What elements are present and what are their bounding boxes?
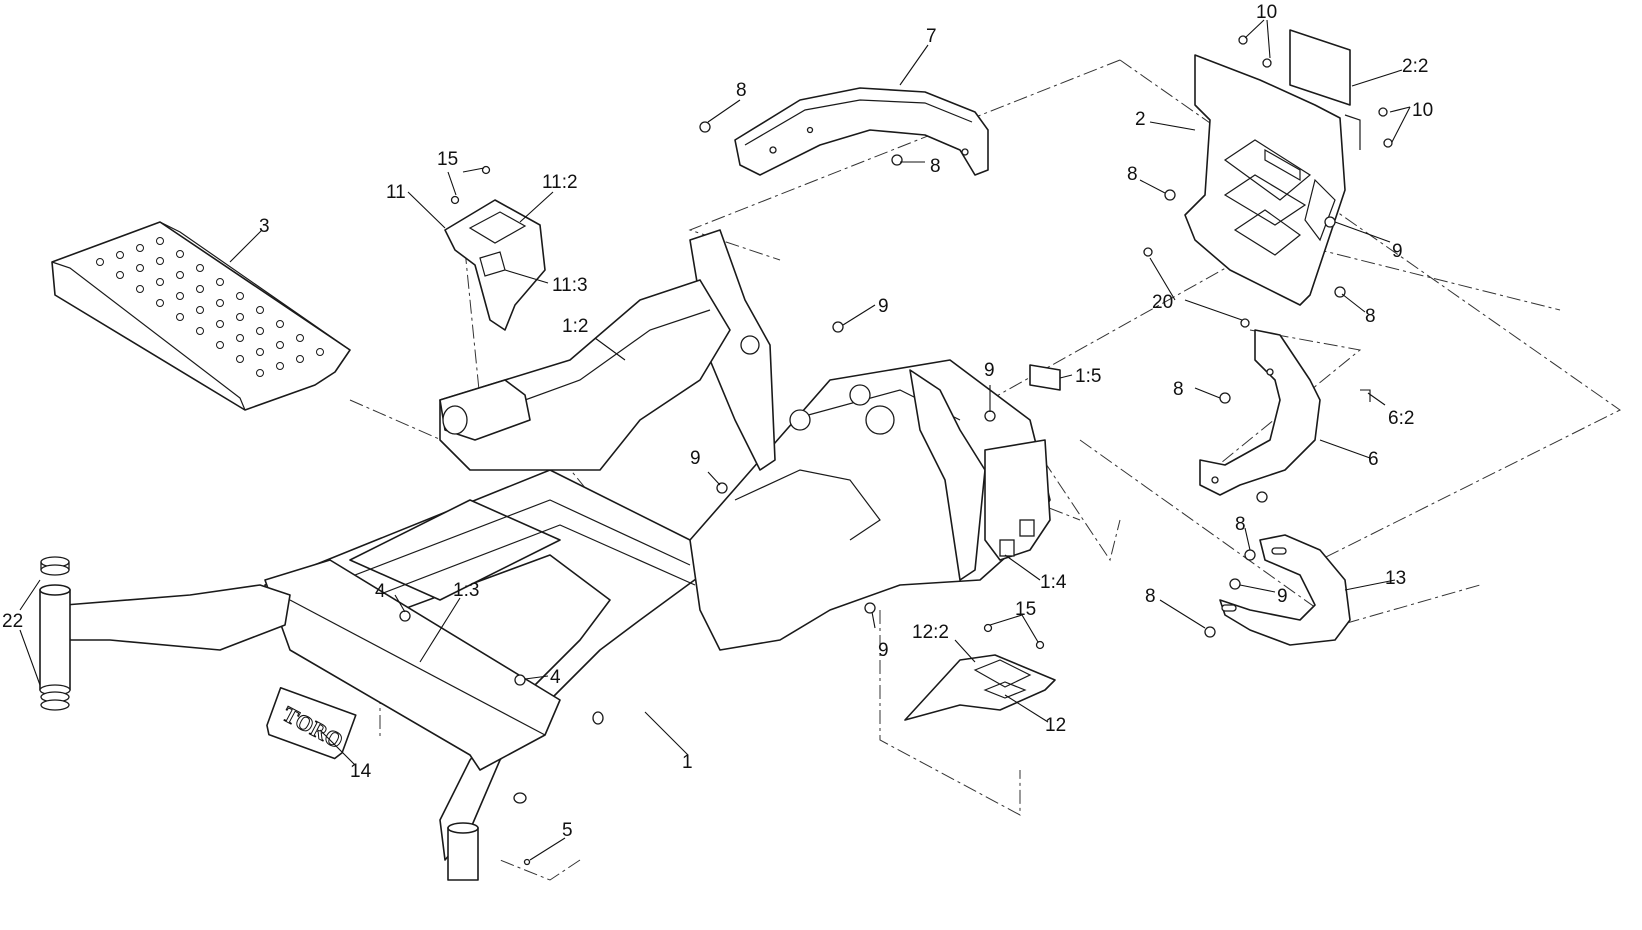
screw-15-d xyxy=(1035,640,1045,650)
callout-8-e: 8 xyxy=(1173,379,1184,400)
screw-15-b xyxy=(450,195,460,205)
callout-22: 22 xyxy=(2,611,23,632)
hardware-fasteners xyxy=(399,35,1393,866)
callout-11-3: 11:3 xyxy=(552,275,588,296)
pin-9-e xyxy=(864,602,876,614)
callout-8-c: 8 xyxy=(1127,164,1138,185)
callout-2: 2 xyxy=(1135,109,1146,130)
part-1-5-decal xyxy=(1029,364,1061,391)
callout-10-b: 10 xyxy=(1412,100,1433,121)
screw-15-c xyxy=(983,623,993,633)
bolt-10-c xyxy=(1378,107,1388,117)
nut-8-b xyxy=(891,154,903,166)
callout-9-c: 9 xyxy=(984,360,995,381)
pin-9-c xyxy=(1324,216,1336,228)
nut-8-e xyxy=(1219,392,1231,404)
callout-4-b: 4 xyxy=(550,667,561,688)
callout-6: 6 xyxy=(1368,449,1379,470)
part-1-main-frame xyxy=(264,229,1051,861)
caster-spindle-left xyxy=(39,584,291,696)
callout-8-b: 8 xyxy=(930,156,941,177)
callout-8-f: 8 xyxy=(1235,514,1246,535)
nut-8-c xyxy=(1164,189,1176,201)
callout-15-a: 15 xyxy=(437,149,458,170)
part-14-toro-logo: TORO xyxy=(266,686,357,760)
callout-5: 5 xyxy=(562,820,573,841)
callout-9-f: 9 xyxy=(878,640,889,661)
callout-20: 20 xyxy=(1152,292,1173,313)
callout-9-d: 9 xyxy=(690,448,701,469)
pin-9-d xyxy=(1229,578,1241,590)
callout-1-4: 1:4 xyxy=(1040,572,1067,593)
callout-7: 7 xyxy=(926,26,937,47)
callout-9-b: 9 xyxy=(1392,241,1403,262)
pin-9-a xyxy=(832,321,844,333)
callout-8-a: 8 xyxy=(736,80,747,101)
caster-spindle-front xyxy=(447,822,479,881)
plug-4-b xyxy=(514,674,526,686)
callout-2-2: 2:2 xyxy=(1402,56,1428,77)
nut-8-g xyxy=(1244,549,1256,561)
callout-15-b: 15 xyxy=(1015,599,1036,620)
nut-8-h xyxy=(1204,626,1216,638)
part-11-bracket xyxy=(444,199,546,331)
part-13-corner-guard xyxy=(1219,534,1351,646)
callout-6-2: 6:2 xyxy=(1388,408,1414,429)
callout-12: 12 xyxy=(1045,715,1066,736)
callout-1-5: 1:5 xyxy=(1075,366,1101,387)
callout-9-a: 9 xyxy=(878,296,889,317)
leader-lines xyxy=(19,19,1411,861)
part-7-upper-guard xyxy=(734,87,989,176)
callout-3: 3 xyxy=(259,216,270,237)
callout-labels: 1 1:2 1:3 1:4 1:5 2 2:2 3 4 4 5 6 6:2 7 … xyxy=(2,2,1433,841)
part-2-2-decal xyxy=(1289,29,1351,106)
washer-20-a xyxy=(1143,247,1153,257)
callout-14: 14 xyxy=(350,761,372,782)
part-3-floor-plate xyxy=(51,221,351,411)
callout-13: 13 xyxy=(1385,568,1406,589)
callout-9-e: 9 xyxy=(1277,586,1288,607)
part-22-bushings xyxy=(40,556,70,711)
bolt-10-b xyxy=(1262,58,1272,68)
callout-4-a: 4 xyxy=(375,581,386,602)
bolt-10-d xyxy=(1383,138,1393,148)
washer-20-b xyxy=(1240,318,1250,328)
screw-15-a xyxy=(481,165,491,175)
callout-8-d: 8 xyxy=(1365,306,1376,327)
callout-1: 1 xyxy=(682,752,693,773)
plug-4-a xyxy=(399,610,411,622)
nut-8-a xyxy=(699,121,711,133)
plate-perforations xyxy=(96,237,324,377)
callout-11: 11 xyxy=(386,182,406,203)
part-2-side-guard xyxy=(1184,54,1361,306)
callout-12-2: 12:2 xyxy=(912,622,949,643)
pin-9-b xyxy=(716,482,728,494)
callout-11-2: 11:2 xyxy=(542,172,578,193)
callout-10-a: 10 xyxy=(1256,2,1277,23)
fitting-5 xyxy=(523,858,531,866)
nut-8-f xyxy=(1256,491,1268,503)
part-6-rear-guard xyxy=(1199,329,1321,496)
callout-1-3: 1:3 xyxy=(453,580,479,601)
callout-1-2: 1:2 xyxy=(562,316,588,337)
pin-9-f xyxy=(984,410,996,422)
callout-8-g: 8 xyxy=(1145,586,1156,607)
part-12-plate xyxy=(904,654,1056,721)
